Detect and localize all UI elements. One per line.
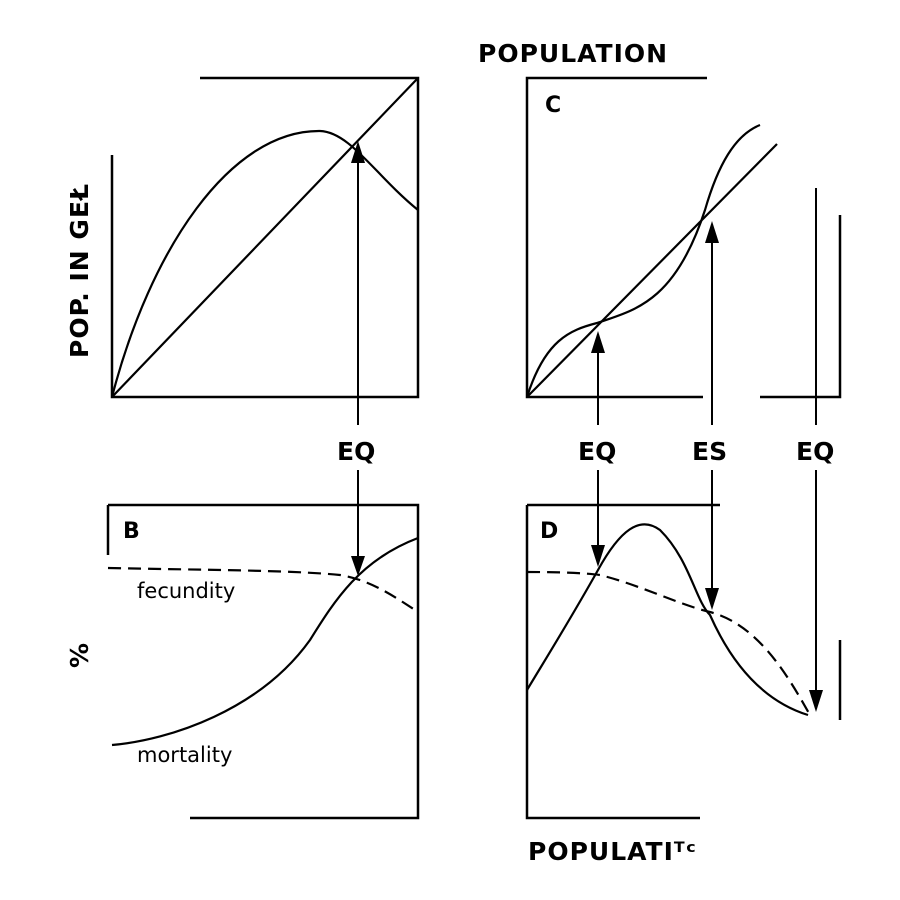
left-eq-down-arrowhead [351,556,365,576]
panel-a-frame [110,76,420,399]
panel-a-diagonal-line [111,77,419,398]
panel-d-label: D [540,519,558,544]
fecundity-curve-d [526,570,811,716]
right-es-arrows: ES [692,221,727,610]
left-axis-title-top: POP. IN GEŁ [65,183,94,358]
left-axis-title-bottom: % [65,642,94,668]
panel-d-frame [525,505,700,820]
right-eq-1-arrows: EQ [578,331,616,567]
fecundity-label: fecundity [137,579,235,603]
left-eq-label: EQ [337,437,375,466]
left-eq-arrows: EQ [337,141,375,576]
panel-c-label: C [545,93,561,118]
right-eq-2-label: EQ [796,437,834,466]
right-es-down-arrowhead [705,588,719,610]
right-eq-2-down-arrowhead [809,690,823,712]
right-eq-1-up-arrowhead [591,331,605,353]
panel-b-frame [108,503,420,820]
top-axis-title: POPULATIOΝ [478,39,668,68]
right-eq-1-label: EQ [578,437,616,466]
right-es-label: ES [692,437,727,466]
panel-c-diagonal-line [526,143,778,398]
mortality-curve-d [526,523,809,717]
mortality-curve-b [111,536,419,747]
mortality-label: mortality [137,743,232,767]
panel-c-reproduction-curve [525,123,761,398]
left-eq-up-arrowhead [351,141,365,163]
panel-b-label: B [123,519,140,544]
panel-a-reproduction-curve [110,129,419,398]
panel-d: D [525,503,842,820]
fecundity-curve-b [107,566,416,611]
right-eq-1-down-arrowhead [591,545,605,567]
panel-c: C [525,76,842,399]
bottom-axis-title: POPULATIᵀᶜ [528,837,697,866]
panel-c-frame-right-edge [760,215,842,399]
panel-c-frame [525,76,707,399]
right-es-up-arrowhead [705,221,719,243]
panel-b: B fecundity mortality [106,503,420,820]
right-eq-2-arrows: EQ [796,188,834,712]
panel-a [110,76,420,399]
